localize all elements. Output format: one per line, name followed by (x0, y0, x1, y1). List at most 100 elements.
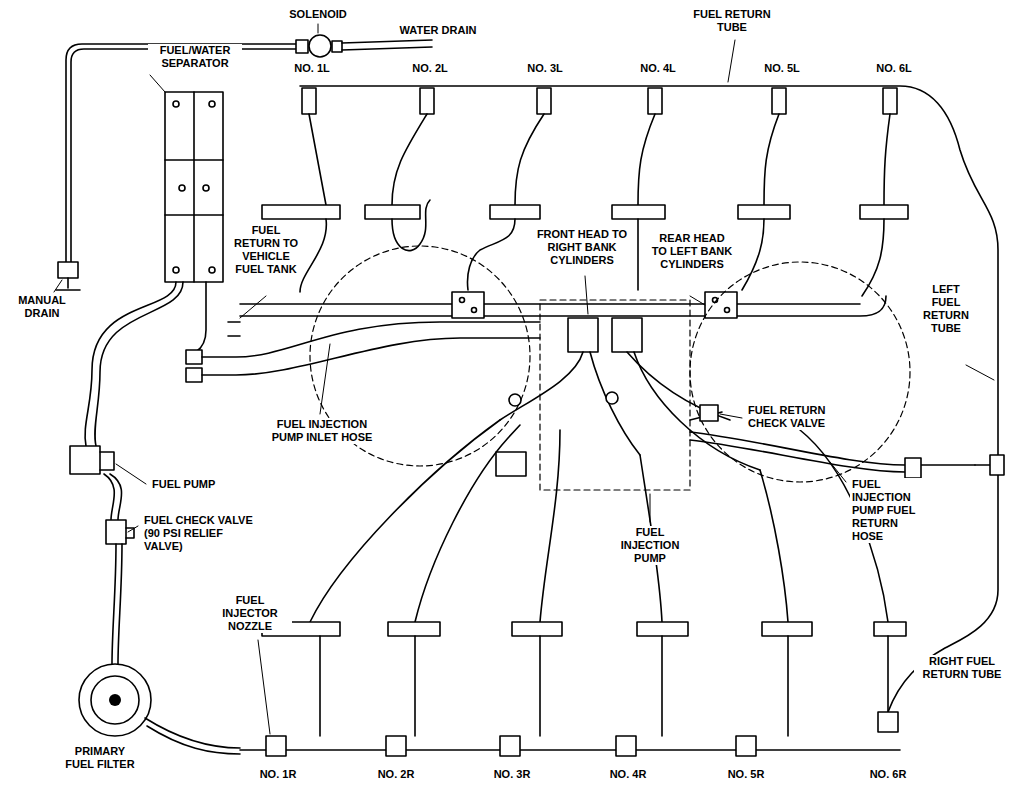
fuel-manifold (240, 296, 886, 316)
top-return-tube (300, 86, 1004, 712)
left-bank-high-pressure-lines (300, 219, 326, 292)
left-bank-high-pressure-lines (392, 200, 430, 251)
left-bank-high-pressure-lines (637, 219, 639, 290)
callout-number: NO. 5L (762, 62, 801, 75)
callout-number: NO. 1R (258, 768, 299, 781)
part-label: FUEL INJECTION PUMP (608, 526, 692, 565)
bottom-brackets (512, 622, 562, 636)
bottom-brackets (762, 622, 812, 636)
fuel-water-separator (203, 185, 209, 191)
water-drain-line (58, 262, 78, 278)
fuel-water-separator (173, 267, 179, 273)
fuel-water-separator (179, 185, 185, 191)
top-brackets (612, 205, 665, 219)
fuel-water-separator (209, 101, 215, 107)
fuel-manifold (452, 292, 484, 318)
supply-hoses (106, 520, 126, 544)
primary-fuel-filter (109, 694, 121, 706)
fuel-manifold (460, 298, 465, 303)
callout-number: NO. 4L (638, 62, 677, 75)
supply-hoses (100, 452, 114, 470)
primary-fuel-filter (79, 664, 151, 736)
water-drain-line (332, 41, 342, 52)
bottom-injector-nozzles (616, 736, 636, 756)
part-label: FUEL INJECTION PUMP FUEL RETURN HOSE (850, 478, 934, 543)
leader-lines (54, 280, 62, 292)
top-injector-nozzles (537, 88, 551, 114)
fuel-return-check-valve (905, 458, 921, 478)
supply-hoses (104, 474, 114, 520)
right-bank-high-pressure-lines (310, 392, 888, 622)
top-injector-nozzles (772, 88, 786, 114)
leader-lines (720, 414, 742, 418)
bottom-injector-nozzles (736, 736, 756, 756)
bottom-injector-nozzles (240, 636, 900, 756)
top-brackets (738, 205, 790, 219)
bottom-injector-nozzles (240, 749, 900, 751)
fuel-return-check-valve (700, 405, 718, 421)
callout-number: NO. 6R (868, 768, 909, 781)
top-injector-nozzles (648, 88, 662, 114)
leader-lines (728, 40, 735, 82)
bottom-injector-nozzles (500, 736, 520, 756)
leader-lines (966, 365, 994, 380)
supply-hoses (70, 446, 100, 474)
part-label: FUEL INJECTOR NOZZLE (208, 594, 292, 633)
engine-outline-dashed (310, 246, 910, 490)
bottom-brackets (637, 622, 688, 636)
callout-number: NO. 4R (608, 768, 649, 781)
top-injector-nozzles (302, 88, 316, 114)
right-bank-high-pressure-lines (760, 470, 788, 622)
top-injector-nozzles (515, 114, 544, 205)
top-injector-nozzles (420, 88, 434, 114)
callout-number: NO. 1L (292, 62, 331, 75)
part-label: FUEL RETURN TUBE (684, 8, 780, 34)
bottom-injector-nozzles (320, 636, 888, 736)
bottom-injector-nozzles (878, 712, 898, 732)
leader-lines (650, 494, 651, 522)
top-injector-nozzles (883, 88, 897, 114)
supply-hoses (186, 350, 202, 364)
top-brackets (262, 205, 340, 219)
leader-lines (830, 462, 846, 482)
injection-pump-heads (627, 352, 730, 420)
top-brackets (860, 205, 908, 219)
top-injector-nozzles (764, 114, 779, 205)
leader-lines (128, 526, 138, 532)
bottom-injector-nozzles (386, 736, 406, 756)
part-label: FUEL INJECTION PUMP INLET HOSE (265, 418, 379, 444)
callout-number: NO. 5R (726, 768, 767, 781)
right-bank-high-pressure-lines (509, 394, 521, 406)
part-label: WATER DRAIN (398, 24, 479, 37)
bottom-brackets (874, 622, 906, 636)
supply-hoses (118, 544, 122, 664)
right-bank-high-pressure-lines (606, 392, 618, 404)
injection-pump-heads (634, 352, 760, 470)
supply-hoses (186, 368, 202, 382)
part-label: FUEL/WATER SEPARATOR (148, 44, 242, 70)
right-bank-high-pressure-lines (540, 430, 560, 622)
callout-number: NO. 2R (376, 768, 417, 781)
part-label: LEFT FUEL RETURN TUBE (919, 283, 973, 335)
top-injector-nozzles (392, 114, 427, 205)
left-bank-high-pressure-lines (742, 219, 764, 290)
supply-hoses (202, 322, 540, 357)
left-bank-high-pressure-lines (862, 219, 884, 296)
left-bank-high-pressure-lines (300, 200, 884, 296)
top-brackets (365, 205, 420, 219)
water-drain-line (309, 35, 331, 57)
water-drain-line (342, 47, 432, 50)
top-injector-nozzles (884, 114, 890, 205)
primary-fuel-filter (147, 726, 240, 754)
water-drain-line (56, 35, 432, 290)
top-injector-nozzles (309, 114, 326, 205)
part-label: PRIMARY FUEL FILTER (58, 745, 142, 771)
top-return-tube (300, 86, 998, 712)
fuel-water-separator (150, 75, 165, 92)
part-label: FRONT HEAD TO RIGHT BANK CYLINDERS (532, 228, 632, 267)
part-label: FUEL RETURN TO VEHICLE FUEL TANK (229, 224, 303, 276)
injection-pump-heads (590, 352, 640, 455)
leader-lines (690, 296, 705, 305)
